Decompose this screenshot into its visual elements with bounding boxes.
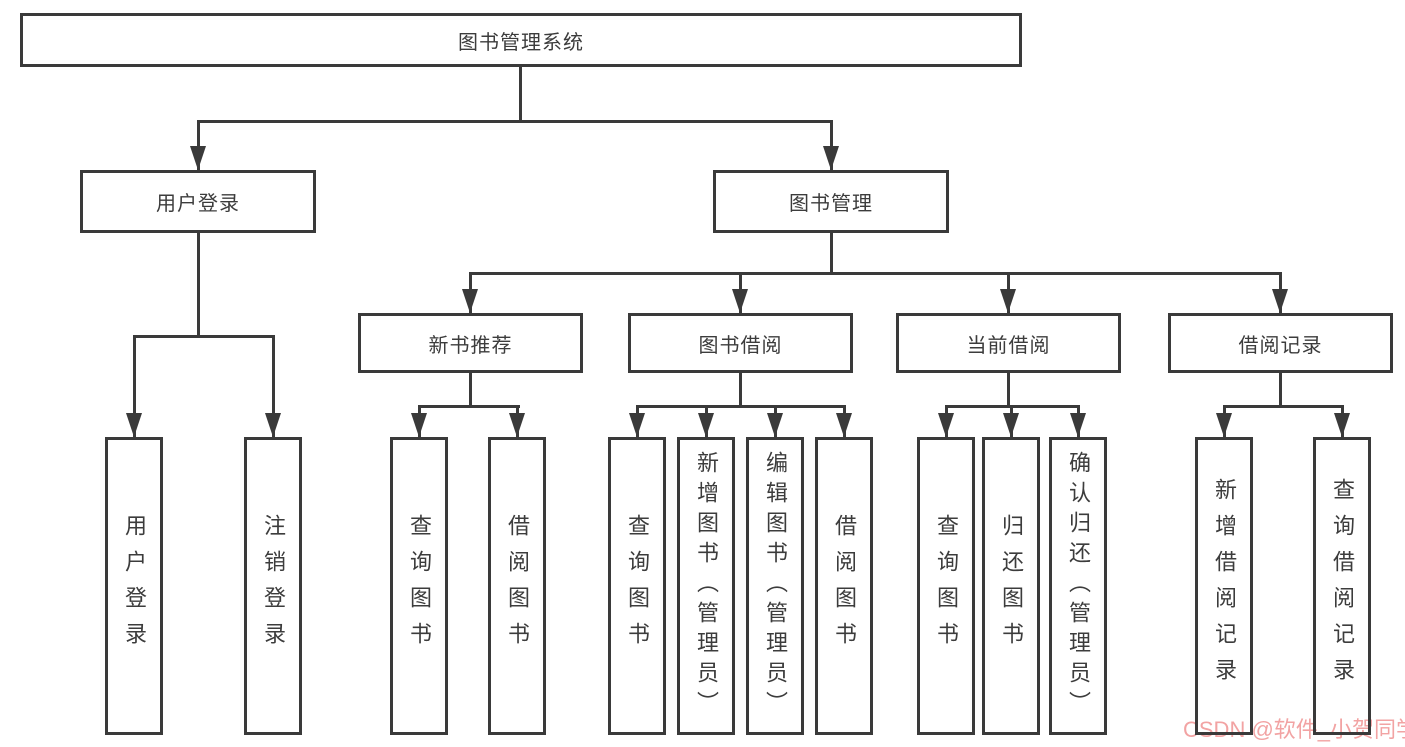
connector-rec-rail xyxy=(418,405,520,408)
arrowhead-book-borrow xyxy=(732,289,748,313)
arrowhead-rec-borrow xyxy=(509,413,525,437)
connector-bookmgmt-stub xyxy=(830,233,833,275)
connector-drop-logout xyxy=(272,335,275,437)
connector-root-rail xyxy=(197,120,833,123)
node-leaf-bb-edit-books-admin: 编辑图书（管理员） xyxy=(746,437,804,735)
arrowhead-cb-query xyxy=(938,413,954,437)
arrowhead-br-query xyxy=(1334,413,1350,437)
arrowhead-bb-borrow xyxy=(836,413,852,437)
node-leaf-cb-query-books: 查询图书 xyxy=(917,437,975,735)
arrowhead-user-login-group xyxy=(190,146,206,170)
node-leaf-bb-query-books: 查询图书 xyxy=(608,437,666,735)
connector-bb-rail xyxy=(636,405,846,408)
arrowhead-current-borrow xyxy=(1000,289,1016,313)
node-leaf-rec-borrow-books: 借阅图书 xyxy=(488,437,546,735)
node-leaf-user-login: 用户登录 xyxy=(105,437,163,735)
node-root-system: 图书管理系统 xyxy=(20,13,1022,67)
node-leaf-cb-return-books: 归还图书 xyxy=(982,437,1040,735)
connector-root-stub xyxy=(519,67,522,123)
node-borrowing-records: 借阅记录 xyxy=(1168,313,1393,373)
connector-drop-book-mgmt xyxy=(830,120,833,170)
connector-userlogin-stub xyxy=(197,233,200,338)
node-leaf-cb-confirm-return-admin: 确认归还（管理员） xyxy=(1049,437,1107,735)
arrowhead-bb-edit xyxy=(767,413,783,437)
node-book-management: 图书管理 xyxy=(713,170,949,233)
node-new-book-recommendation: 新书推荐 xyxy=(358,313,583,373)
arrowhead-user-login xyxy=(126,413,142,437)
node-user-login-group: 用户登录 xyxy=(80,170,316,233)
connector-bookmgmt-rail xyxy=(469,272,1282,275)
node-leaf-bb-add-books-admin: 新增图书（管理员） xyxy=(677,437,735,735)
node-leaf-rec-query-books: 查询图书 xyxy=(390,437,448,735)
node-leaf-br-add-record: 新增借阅记录 xyxy=(1195,437,1253,735)
connector-userlogin-rail xyxy=(133,335,275,338)
arrowhead-br-add xyxy=(1216,413,1232,437)
node-current-borrowing: 当前借阅 xyxy=(896,313,1121,373)
arrowhead-logout xyxy=(265,413,281,437)
connector-drop-user-login-group xyxy=(197,120,200,170)
node-leaf-br-query-record: 查询借阅记录 xyxy=(1313,437,1371,735)
arrowhead-borrow-records xyxy=(1272,289,1288,313)
node-leaf-logout: 注销登录 xyxy=(244,437,302,735)
arrowhead-new-book-rec xyxy=(462,289,478,313)
connector-bb-stub xyxy=(739,373,742,408)
arrowhead-cb-confirm xyxy=(1070,413,1086,437)
arrowhead-bb-add xyxy=(698,413,714,437)
connector-cb-stub xyxy=(1007,373,1010,408)
arrowhead-rec-query xyxy=(411,413,427,437)
arrowhead-bb-query xyxy=(629,413,645,437)
arrowhead-book-mgmt xyxy=(823,146,839,170)
node-book-borrowing: 图书借阅 xyxy=(628,313,853,373)
connector-br-stub xyxy=(1279,373,1282,408)
connector-rec-stub xyxy=(469,373,472,408)
connector-drop-user-login xyxy=(133,335,136,437)
connector-br-rail xyxy=(1223,405,1344,408)
arrowhead-cb-return xyxy=(1003,413,1019,437)
node-leaf-bb-borrow-books: 借阅图书 xyxy=(815,437,873,735)
